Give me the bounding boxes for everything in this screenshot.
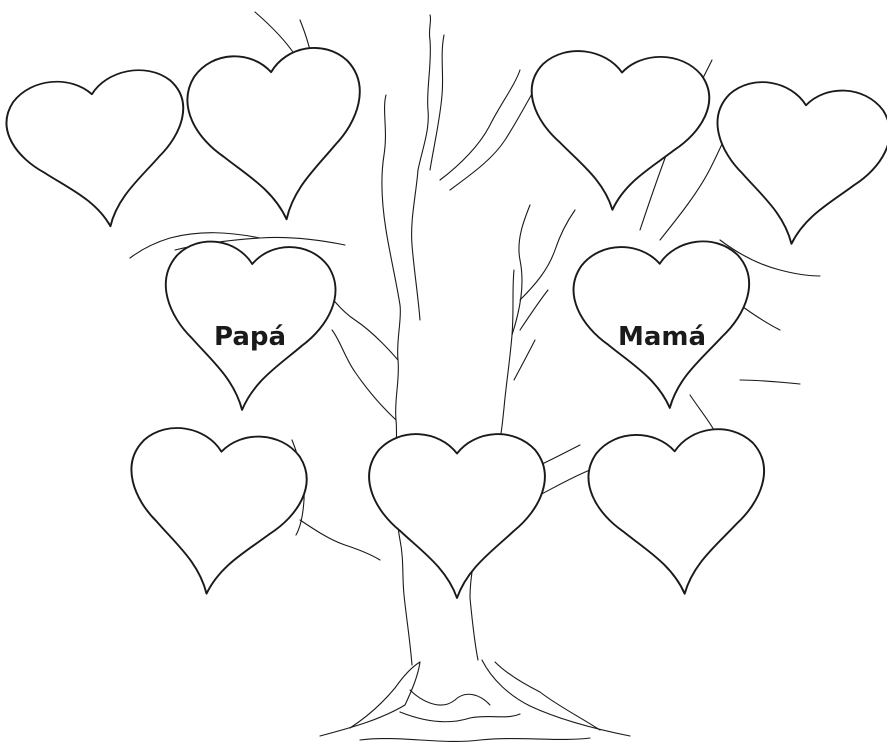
label-mama: Mamá [618,322,706,352]
branch-top-left-shoot [418,15,431,170]
heart-sibling-right [586,426,773,600]
heart-great-grandparent-2 [183,43,372,228]
twig-top-left [255,12,295,55]
root-base [400,712,520,722]
label-papa: Papá [214,322,286,352]
heart-great-grandparent-4 [706,78,887,253]
root-left [320,662,420,736]
branch-left-low [300,520,380,560]
root-right-2 [495,662,600,730]
branch-twig-2 [514,340,535,380]
root-base-2 [410,690,490,705]
branch-right-ext [740,380,800,384]
branch-right-ext-2 [690,395,715,432]
ground-line [360,738,590,741]
branch-right-mid-2 [520,210,575,300]
branch-center-up-2 [412,170,420,320]
branch-top-right [440,70,520,180]
branch-right-mid [512,205,530,335]
branch-center-up [382,95,400,305]
branch-left-mid-2 [332,330,396,420]
branch-right-low-2 [540,445,580,465]
branch-top-right-2 [450,80,540,190]
heart-great-grandparent-3 [524,48,712,216]
heart-sibling-left [119,423,311,602]
root-right [482,660,630,736]
heart-great-grandparent-1 [1,64,198,238]
heart-child-center [369,434,545,598]
branch-top-shoot-2 [430,35,444,170]
hearts [1,43,887,602]
